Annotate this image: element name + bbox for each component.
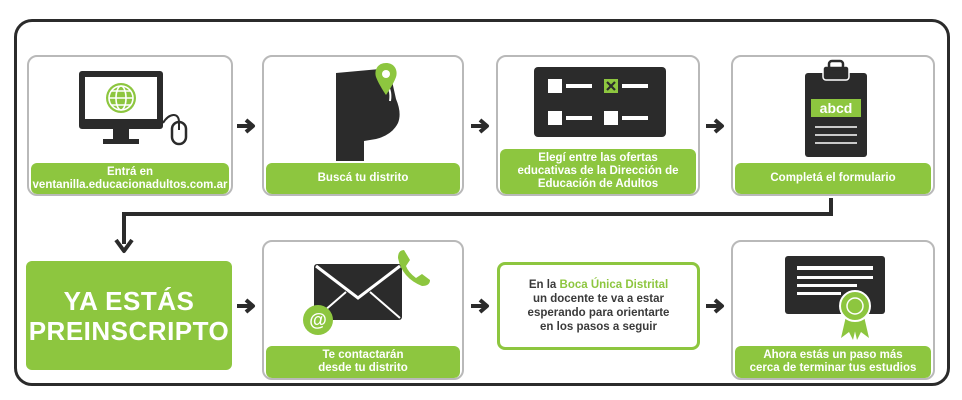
step-card-finish: Ahora estás un paso más cerca de termina… — [731, 240, 935, 380]
step-text-line: Entrá en — [106, 165, 153, 178]
step-text-line: Te contactarán — [322, 349, 404, 361]
step-card-contact: @ Te contactarán desde tu distrito — [262, 240, 464, 380]
step-card-find-district: Buscá tu distrito — [262, 55, 464, 196]
arrow-right-icon — [706, 118, 724, 134]
step-text-line: Completá el formulario — [770, 172, 896, 184]
certificate-icon — [785, 256, 885, 340]
outer-frame — [14, 19, 950, 386]
checklist-icon — [534, 67, 666, 137]
boca-first-line: En la Boca Única Distrital — [529, 278, 668, 292]
step-text-line: Educación de Adultos — [537, 178, 659, 190]
step-text-line: cerca de terminar tus estudios — [749, 362, 917, 374]
arrow-right-icon — [706, 298, 724, 314]
boca-unica-box: En la Boca Única Distrital un docente te… — [497, 262, 700, 350]
step-text-line: Ahora estás un paso más — [763, 349, 903, 361]
arrow-right-icon — [471, 298, 489, 314]
arrow-right-icon — [471, 118, 489, 134]
step-label-find-district: Buscá tu distrito — [266, 163, 460, 194]
step-card-complete-form: abcd Completá el formulario — [731, 55, 935, 196]
step-text-line: ventanilla.educacionadultos.com.ar — [32, 178, 228, 191]
step-text-line: Buscá tu distrito — [317, 172, 409, 184]
step-card-choose-offer: Elegí entre las ofertas educativas de la… — [496, 55, 700, 196]
arrow-right-icon — [237, 118, 255, 134]
step-label-contact: Te contactarán desde tu distrito — [266, 346, 460, 378]
envelope-phone-icon: @ — [303, 250, 430, 335]
clipboard-icon: abcd — [805, 59, 867, 157]
map-pin-hand-icon — [336, 63, 400, 161]
banner-text-line: YA ESTÁS — [63, 285, 195, 316]
boca-highlight: Boca Única Distrital — [559, 279, 669, 291]
boca-text-line: un docente te va a estar — [532, 293, 665, 305]
step-text-line: Elegí entre las ofertas — [538, 152, 658, 164]
boca-text-line: esperando para orientarte — [527, 307, 670, 319]
clipboard-text: abcd — [820, 100, 853, 116]
computer-globe-icon — [79, 71, 188, 146]
preinscribed-banner: YA ESTÁS PREINSCRIPTO — [26, 261, 232, 370]
step-card-enter-site: Entrá en ventanilla.educacionadultos.com… — [27, 55, 233, 196]
step-label-choose-offer: Elegí entre las ofertas educativas de la… — [500, 149, 696, 194]
step-text-line: educativas de la Dirección de — [517, 165, 679, 177]
boca-prefix: En la — [528, 279, 560, 291]
step-label-finish: Ahora estás un paso más cerca de termina… — [735, 346, 931, 378]
step-label-complete-form: Completá el formulario — [735, 163, 931, 194]
banner-text-line: PREINSCRIPTO — [28, 315, 230, 346]
at-symbol: @ — [309, 310, 327, 330]
step-text-line: desde tu distrito — [318, 362, 408, 374]
step-label-enter-site: Entrá en ventanilla.educacionadultos.com… — [31, 163, 229, 194]
connector-arrow-icon — [114, 198, 833, 253]
arrow-right-icon — [237, 298, 255, 314]
boca-text-line: en los pasos a seguir — [540, 321, 657, 333]
